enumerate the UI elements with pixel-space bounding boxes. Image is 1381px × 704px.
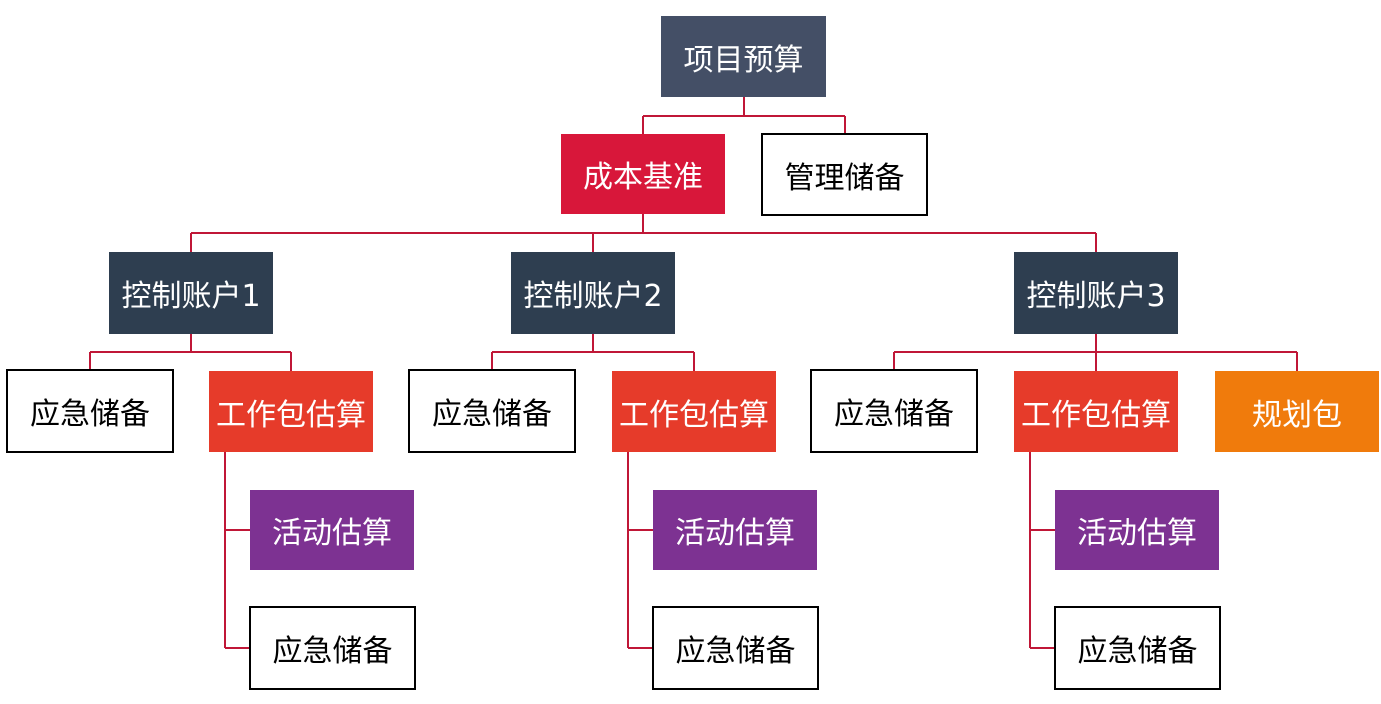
activity-contingency-reserve-node: 应急储备 <box>652 606 819 690</box>
planning-package-node: 规划包 <box>1215 371 1379 452</box>
contingency-reserve-node: 应急储备 <box>810 369 978 453</box>
management-reserve-node: 管理储备 <box>761 133 928 216</box>
activity-estimate-node: 活动估算 <box>653 490 817 570</box>
contingency-reserve-node: 应急储备 <box>6 369 174 453</box>
control-account-2-node: 控制账户2 <box>511 252 675 334</box>
control-account-3-node: 控制账户3 <box>1014 252 1178 334</box>
activity-contingency-reserve-node: 应急储备 <box>249 606 416 690</box>
work-package-estimate-node: 工作包估算 <box>612 371 776 452</box>
activity-estimate-node: 活动估算 <box>250 490 414 570</box>
work-package-estimate-node: 工作包估算 <box>1014 371 1178 452</box>
project-budget-node: 项目预算 <box>661 16 826 97</box>
contingency-reserve-node: 应急储备 <box>408 369 576 453</box>
activity-contingency-reserve-node: 应急储备 <box>1054 606 1221 690</box>
activity-estimate-node: 活动估算 <box>1055 490 1219 570</box>
cost-baseline-node: 成本基准 <box>561 134 725 214</box>
work-package-estimate-node: 工作包估算 <box>209 371 373 452</box>
control-account-1-node: 控制账户1 <box>109 252 273 334</box>
